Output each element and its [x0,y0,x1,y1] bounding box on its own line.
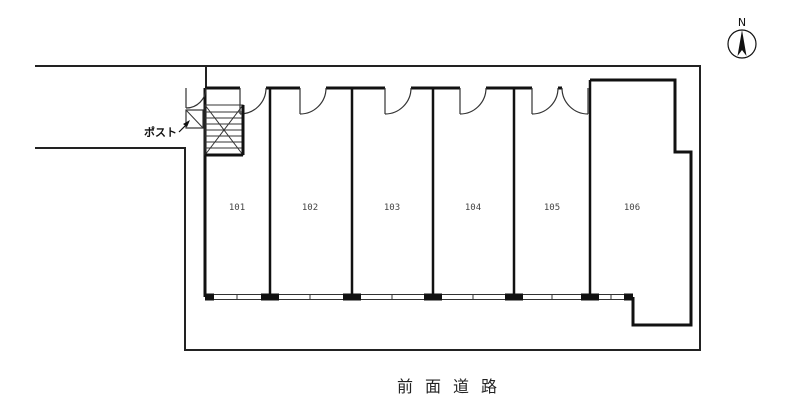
door-arc-106 [561,87,589,115]
compass-needle-icon [737,30,747,56]
mailbox-group: ポスト [144,109,204,139]
site-boundary-outline [35,65,701,351]
building-walls [203,78,693,327]
room-label-101: 101 [229,203,245,213]
room-label-105: 105 [544,203,560,213]
room-label-106: 106 [624,203,640,213]
door-arc-105 [531,87,559,115]
door-arc-102 [299,87,327,115]
north-compass: N [727,16,757,59]
room-label-102: 102 [302,203,318,213]
site-boundary [35,65,701,351]
stair-walls [205,105,245,157]
stairs [204,104,245,157]
room-label-103: 103 [384,203,400,213]
mailbox-label: ポスト [144,125,177,139]
stair-cross [204,104,244,156]
partition-walls [268,80,592,297]
unit106-outline [590,78,693,327]
window-mullions [236,294,612,300]
doors [185,87,589,115]
mailbox-diagonal [185,109,204,129]
door-arc-103 [384,87,412,115]
mailbox-arrowhead-icon [183,120,190,127]
bottom-wall-windows [205,293,633,301]
north-label: N [738,16,746,29]
room-label-104: 104 [465,203,481,213]
door-arc-104 [459,87,487,115]
front-road-label: 前面道路 [397,377,509,396]
entrance-door-arc [185,87,207,109]
room-labels: 101 102 103 104 105 106 [229,203,640,213]
